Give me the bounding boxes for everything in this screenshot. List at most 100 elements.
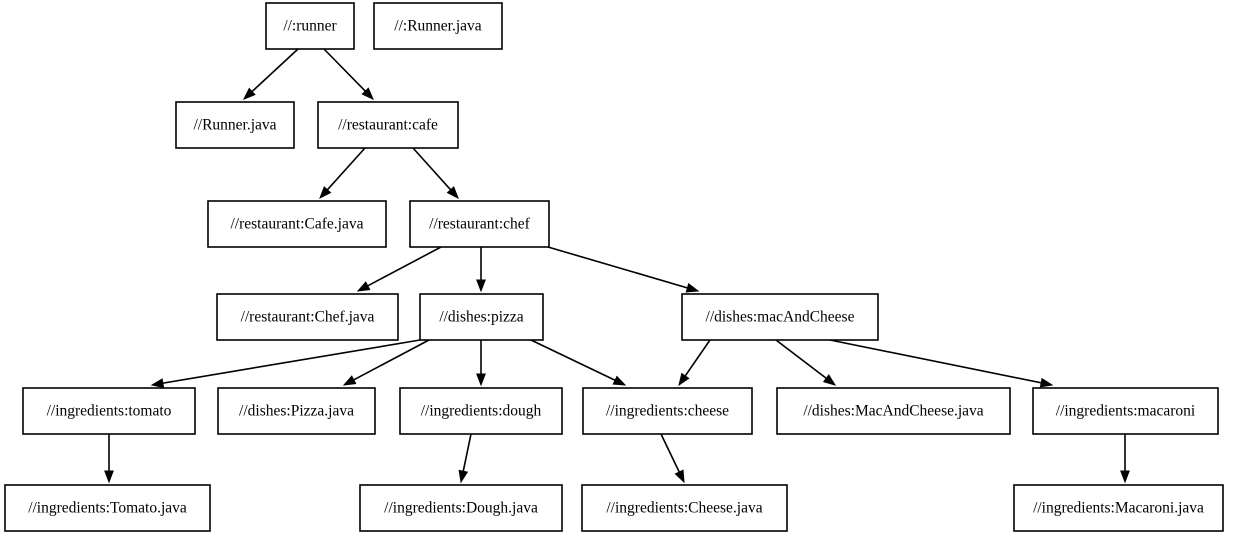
node-box[interactable] bbox=[265, 2, 355, 50]
edge-arrowhead-icon bbox=[1039, 377, 1054, 388]
edge-line bbox=[462, 433, 472, 474]
edge-line bbox=[683, 339, 711, 379]
edge-arrowhead-icon bbox=[476, 279, 486, 293]
graph-node-dishes_mac_java[interactable]: //dishes:MacAndCheese.java bbox=[776, 387, 1011, 435]
edge-line bbox=[530, 339, 618, 382]
node-box[interactable] bbox=[359, 484, 563, 532]
graph-edge bbox=[458, 433, 472, 484]
edge-line bbox=[412, 147, 453, 192]
graph-edge bbox=[323, 48, 374, 101]
graph-edge bbox=[476, 340, 486, 387]
graph-node-restaurant_cafe_java[interactable]: //restaurant:Cafe.java bbox=[207, 200, 387, 248]
graph-node-runner_java[interactable]: //Runner.java bbox=[175, 101, 295, 149]
graph-node-restaurant_cafe[interactable]: //restaurant:cafe bbox=[317, 101, 459, 149]
graph-node-ing_tomato[interactable]: //ingredients:tomato bbox=[22, 387, 196, 435]
graph-node-ing_tomato_java[interactable]: //ingredients:Tomato.java bbox=[4, 484, 211, 532]
graph-edge bbox=[660, 433, 685, 484]
edge-line bbox=[365, 246, 442, 288]
node-label: //ingredients:tomato bbox=[47, 403, 172, 420]
node-label: //ingredients:Tomato.java bbox=[28, 500, 187, 517]
graph-node-ing_macaroni_java[interactable]: //ingredients:Macaroni.java bbox=[1013, 484, 1224, 532]
graph-edge bbox=[342, 339, 430, 386]
edge-line bbox=[547, 246, 690, 290]
node-box[interactable] bbox=[22, 387, 196, 435]
graph-node-restaurant_chef_java[interactable]: //restaurant:Chef.java bbox=[216, 293, 399, 341]
node-box[interactable] bbox=[175, 101, 295, 149]
graph-edge bbox=[547, 246, 700, 293]
graph-node-ing_dough_java[interactable]: //ingredients:Dough.java bbox=[359, 484, 563, 532]
edge-arrowhead-icon bbox=[319, 186, 332, 200]
graph-edge bbox=[356, 246, 442, 292]
graph-node-ing_cheese[interactable]: //ingredients:cheese bbox=[582, 387, 753, 435]
edge-line bbox=[351, 339, 430, 382]
graph-nodes-layer: //:runner //:Runner.java //Runner.java //re… bbox=[4, 2, 1224, 532]
edge-arrowhead-icon bbox=[674, 469, 685, 484]
node-box[interactable] bbox=[776, 387, 1011, 435]
node-label: //ingredients:dough bbox=[421, 403, 542, 420]
graph-edge bbox=[150, 339, 421, 388]
node-label: //restaurant:Chef.java bbox=[241, 309, 375, 326]
node-box[interactable] bbox=[681, 293, 879, 341]
edge-arrowhead-icon bbox=[150, 378, 165, 388]
node-box[interactable] bbox=[582, 387, 753, 435]
edge-line bbox=[323, 48, 368, 94]
edge-arrowhead-icon bbox=[356, 281, 371, 292]
node-label: //ingredients:cheese bbox=[606, 403, 729, 420]
graph-node-dishes_pizza_java[interactable]: //dishes:Pizza.java bbox=[217, 387, 376, 435]
node-box[interactable] bbox=[4, 484, 211, 532]
graph-node-ing_macaroni[interactable]: //ingredients:macaroni bbox=[1032, 387, 1219, 435]
node-box[interactable] bbox=[217, 387, 376, 435]
graph-node-root_runner_java[interactable]: //:Runner.java bbox=[373, 2, 503, 50]
graph-edge bbox=[678, 339, 711, 387]
edge-arrowhead-icon bbox=[476, 373, 486, 387]
graph-edges-layer bbox=[104, 48, 1130, 484]
node-box[interactable] bbox=[409, 200, 550, 248]
graph-node-restaurant_chef[interactable]: //restaurant:chef bbox=[409, 200, 550, 248]
edge-line bbox=[829, 339, 1044, 384]
graph-edge bbox=[319, 147, 366, 200]
edge-line bbox=[775, 339, 829, 381]
node-label: //ingredients:Cheese.java bbox=[606, 500, 762, 517]
graph-edge bbox=[829, 339, 1054, 388]
graph-node-runner[interactable]: //:runner bbox=[265, 2, 355, 50]
edge-arrowhead-icon bbox=[242, 87, 256, 100]
graph-edge bbox=[242, 48, 299, 100]
graph-edge bbox=[775, 339, 837, 386]
edge-arrowhead-icon bbox=[458, 469, 469, 484]
node-box[interactable] bbox=[1013, 484, 1224, 532]
node-box[interactable] bbox=[581, 484, 788, 532]
edge-arrowhead-icon bbox=[104, 470, 114, 484]
graph-edge bbox=[412, 147, 459, 200]
node-box[interactable] bbox=[419, 293, 544, 341]
edge-arrowhead-icon bbox=[678, 372, 690, 387]
node-box[interactable] bbox=[317, 101, 459, 149]
node-label: //ingredients:Macaroni.java bbox=[1033, 500, 1204, 517]
node-box[interactable] bbox=[207, 200, 387, 248]
graph-edge bbox=[1120, 434, 1130, 484]
node-label: //restaurant:cafe bbox=[338, 117, 438, 134]
graph-node-dishes_pizza[interactable]: //dishes:pizza bbox=[419, 293, 544, 341]
node-label: //dishes:macAndCheese bbox=[706, 309, 855, 326]
edge-line bbox=[660, 433, 681, 475]
node-box[interactable] bbox=[373, 2, 503, 50]
graph-edge bbox=[476, 247, 486, 293]
graph-edge bbox=[530, 339, 627, 386]
node-label: //restaurant:chef bbox=[429, 216, 531, 233]
node-label: //dishes:Pizza.java bbox=[239, 403, 354, 420]
node-box[interactable] bbox=[399, 387, 563, 435]
edge-arrowhead-icon bbox=[361, 87, 374, 101]
node-box[interactable] bbox=[216, 293, 399, 341]
node-label: //ingredients:Dough.java bbox=[384, 500, 538, 517]
graph-node-ing_dough[interactable]: //ingredients:dough bbox=[399, 387, 563, 435]
graph-node-dishes_macandcheese[interactable]: //dishes:macAndCheese bbox=[681, 293, 879, 341]
edge-line bbox=[325, 147, 366, 192]
graph-node-ing_cheese_java[interactable]: //ingredients:Cheese.java bbox=[581, 484, 788, 532]
edge-line bbox=[160, 339, 421, 385]
node-box[interactable] bbox=[1032, 387, 1219, 435]
node-label: //:runner bbox=[283, 18, 337, 35]
edge-line bbox=[250, 48, 299, 94]
edge-arrowhead-icon bbox=[342, 375, 357, 386]
edge-arrowhead-icon bbox=[446, 186, 459, 200]
